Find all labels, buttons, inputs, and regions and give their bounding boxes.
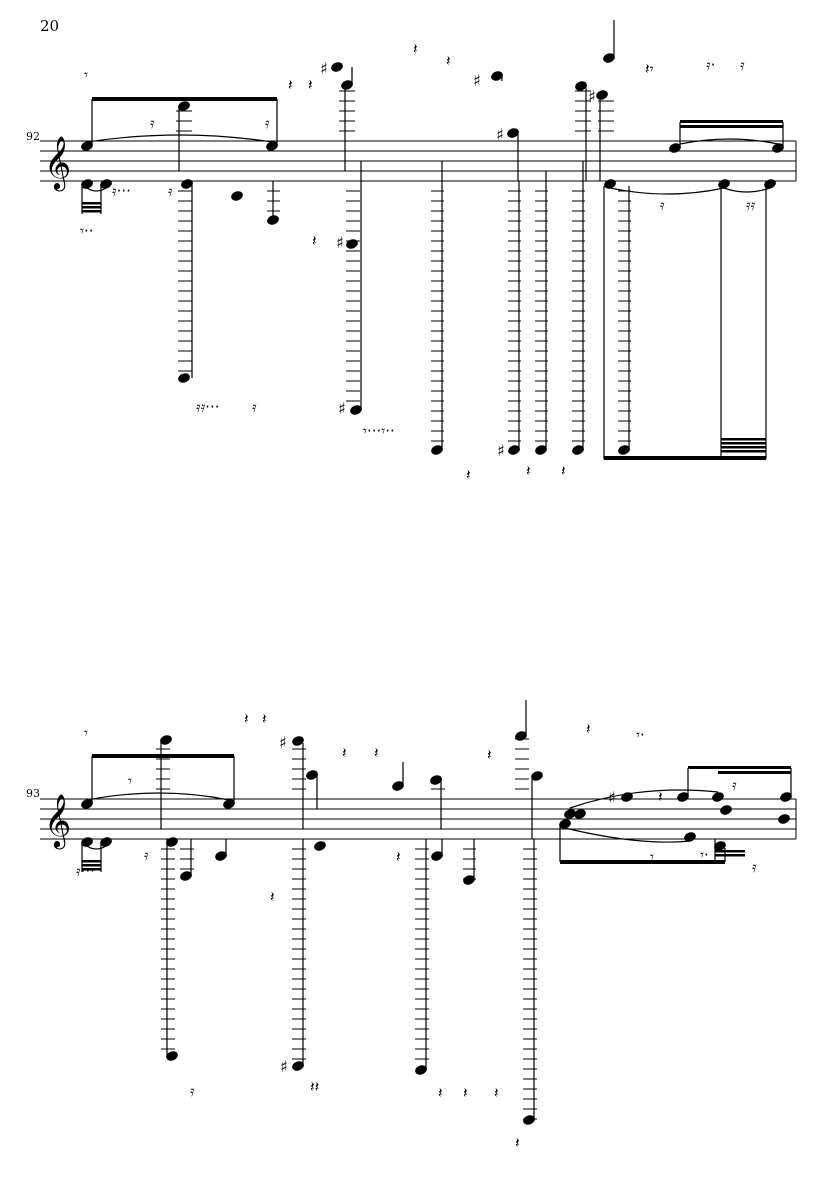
quarter-rest-icon: 𝄾	[650, 848, 654, 866]
sharp-icon: ♯	[473, 71, 481, 90]
quarter-rest-icon: 𝄽	[374, 744, 379, 762]
quarter-rest-icon: 𝄽	[463, 1084, 468, 1102]
ledger-lines-below	[161, 848, 537, 1120]
quarter-rest-icon: 𝄿	[252, 398, 257, 416]
accidentals: ♯ ♯ ♯	[279, 733, 616, 1076]
tie	[679, 138, 779, 145]
quarter-rest-icon: 𝄾·	[700, 846, 709, 864]
quarter-rest-icon: 𝄽	[446, 52, 451, 70]
quarter-rest-icon: 𝄿𝄿···	[196, 398, 219, 416]
staff-lines	[40, 140, 796, 182]
upper-beams	[92, 97, 783, 128]
measure-number: 93	[26, 787, 40, 800]
quarter-rest-icon: 𝄽	[262, 710, 267, 728]
lower-stems	[81, 826, 726, 1120]
measure-number: 92	[26, 130, 40, 143]
tie	[569, 789, 719, 809]
quarter-rest-icon: 𝄽	[658, 788, 663, 806]
quarter-rest-icon: 𝄾	[128, 772, 132, 790]
lower-beams	[82, 202, 766, 460]
quarter-rest-icon: 𝄿	[740, 56, 745, 74]
quarter-rest-icon: 𝄿	[190, 1082, 195, 1100]
quarter-rest-icon: 𝄽	[494, 1084, 499, 1102]
quarter-rest-icon: 𝄾	[84, 724, 88, 742]
sharp-icon: ♯	[608, 788, 616, 807]
upper-voice	[81, 53, 784, 153]
lower-beams	[82, 850, 745, 871]
quarter-rest-icon: 𝄽	[438, 1084, 443, 1102]
treble-clef-icon: 𝄞	[44, 135, 71, 191]
quarter-rest-icon: 𝄿	[150, 114, 155, 132]
treble-clef-icon: 𝄞	[44, 793, 71, 849]
quarter-rest-icon: 𝄿	[752, 858, 757, 876]
sharp-icon: ♯	[497, 441, 505, 460]
quarter-rest-icon: 𝄿	[265, 114, 270, 132]
quarter-rest-icon: 𝄿·	[706, 56, 715, 74]
quarter-rest-icon: 𝄽	[487, 746, 492, 764]
quarter-rest-icon: 𝄽	[413, 40, 418, 58]
quarter-rest-icon: 𝄽𝄾	[645, 60, 654, 78]
sharp-icon: ♯	[280, 1057, 288, 1076]
quarter-rest-icon: 𝄿	[732, 776, 737, 794]
upper-beams	[92, 754, 791, 774]
quarter-rest-icon: 𝄾·	[636, 726, 645, 744]
quarter-rest-icon: 𝄽	[561, 462, 566, 480]
quarter-rest-icon: 𝄽	[288, 76, 293, 94]
quarter-rest-icon: 𝄽	[308, 76, 313, 94]
quarter-rest-icon: 𝄽	[466, 466, 471, 484]
quarter-rest-icon: 𝄾	[84, 66, 88, 84]
tie	[86, 792, 230, 801]
quarter-rest-icon: 𝄿	[660, 196, 665, 214]
accidentals: ♯ ♯ ♯ ♯ ♯ ♯ ♯	[320, 59, 596, 460]
upper-stems	[91, 700, 792, 839]
sharp-icon: ♯	[338, 399, 346, 418]
ledger-lines-above	[156, 738, 529, 790]
lower-voice	[81, 179, 776, 455]
tie	[86, 134, 273, 143]
sharp-icon: ♯	[320, 59, 328, 78]
quarter-rest-icon: 𝄽	[312, 232, 317, 250]
sharp-icon: ♯	[588, 87, 596, 106]
ledger-lines-above	[176, 90, 614, 142]
upper-stems	[91, 20, 784, 181]
tie	[86, 845, 107, 850]
tie	[86, 187, 107, 192]
page-number: 20	[40, 17, 59, 35]
quarter-rest-icon: 𝄽𝄽	[310, 1078, 319, 1096]
tie	[609, 187, 725, 195]
quarter-rest-icon: 𝄿···	[112, 182, 131, 200]
system-92: 92 𝄞	[26, 20, 797, 484]
quarter-rest-icon: 𝄿	[168, 182, 173, 200]
quarter-rest-icon: 𝄾···𝄾··	[363, 422, 395, 440]
tie	[723, 187, 771, 193]
quarter-rest-icon: 𝄽	[342, 744, 347, 762]
quarter-rest-icon: 𝄾··	[80, 222, 94, 240]
sharp-icon: ♯	[279, 733, 287, 752]
rests: 𝄾 𝄿 𝄿 𝄽 𝄽 𝄽 𝄽 𝄽𝄾 𝄿· 𝄿 𝄿··· 𝄿 𝄾·· 𝄽 𝄿𝄿···…	[80, 40, 756, 484]
quarter-rest-icon: 𝄿···	[76, 862, 95, 880]
ledger-lines-below	[178, 190, 631, 442]
staff-lines	[40, 798, 796, 840]
quarter-rest-icon: 𝄽	[515, 1134, 520, 1152]
rests: 𝄾 𝄾 𝄽 𝄽 𝄽 𝄽 𝄽 𝄽 𝄾· 𝄽 𝄿 𝄿··· 𝄿 𝄽 𝄽 𝄾 𝄾· 𝄿…	[76, 710, 757, 1152]
quarter-rest-icon: 𝄿𝄿	[746, 196, 756, 214]
quarter-rest-icon: 𝄽	[526, 462, 531, 480]
quarter-rest-icon: 𝄽	[396, 848, 401, 866]
sharp-icon: ♯	[496, 125, 504, 144]
system-93: 93 𝄞	[26, 700, 797, 1152]
upper-voice	[81, 731, 792, 824]
quarter-rest-icon: 𝄽	[270, 888, 275, 906]
tie	[564, 827, 691, 843]
sharp-icon: ♯	[336, 233, 344, 252]
quarter-rest-icon: 𝄽	[244, 710, 249, 728]
lower-voice	[81, 819, 726, 1125]
quarter-rest-icon: 𝄽	[586, 720, 591, 738]
quarter-rest-icon: 𝄿	[144, 846, 149, 864]
